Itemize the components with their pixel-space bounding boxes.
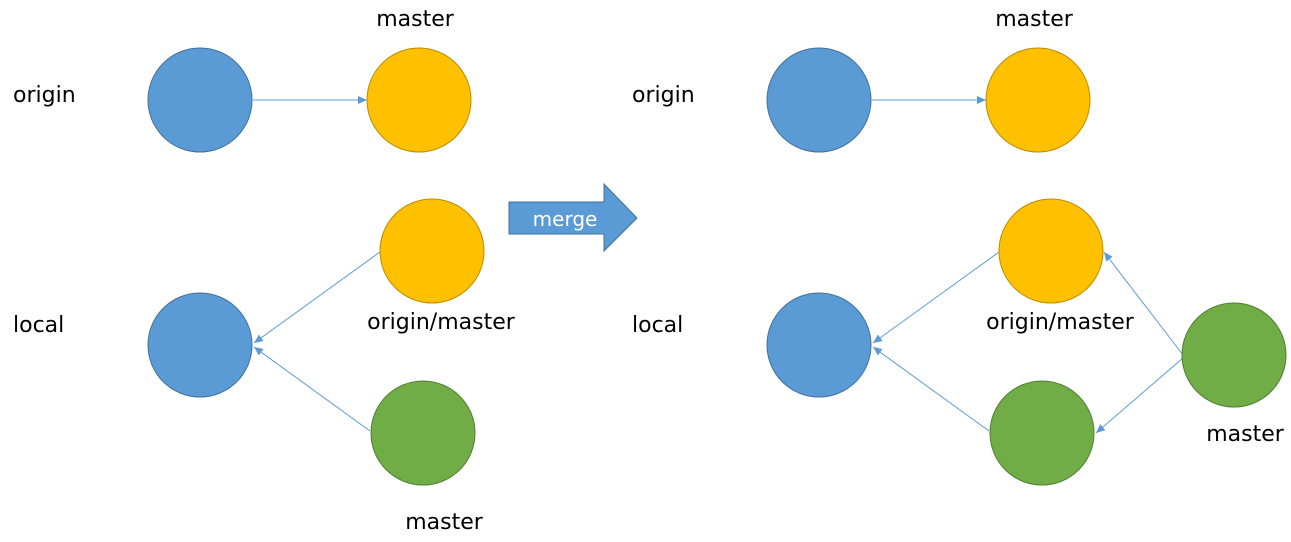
after-merge-panel: origin local master origin/master master bbox=[632, 7, 1287, 486]
origin-master-commit-node bbox=[366, 47, 472, 153]
local-commit-node bbox=[989, 380, 1095, 486]
origin-master-commit-node bbox=[985, 47, 1091, 153]
merge-arrow-shape bbox=[508, 182, 638, 253]
local-master-commit-node bbox=[370, 380, 476, 486]
origin-master-ref-label: origin/master bbox=[367, 310, 516, 335]
local-origin-master-commit-node bbox=[998, 198, 1104, 304]
merge-commit-node bbox=[1181, 302, 1287, 408]
origin-row-label: origin bbox=[13, 83, 76, 108]
local-master-label: master bbox=[1206, 422, 1285, 447]
origin-row-label: origin bbox=[632, 83, 695, 108]
local-row-label: local bbox=[632, 313, 683, 338]
edge-local-master-to-local-commit bbox=[253, 346, 371, 432]
origin-base-commit-node bbox=[766, 47, 872, 153]
merge-arrow-label: merge bbox=[533, 207, 598, 231]
origin-master-label: master bbox=[995, 7, 1074, 32]
edge-origin-master-to-local-commit bbox=[253, 251, 381, 344]
edge-local-commit-to-local-base bbox=[872, 346, 990, 432]
merge-arrow: merge bbox=[508, 182, 638, 253]
edge-merge-commit-to-origin-master bbox=[1103, 251, 1184, 356]
local-base-commit-node bbox=[147, 292, 253, 398]
local-master-label: master bbox=[405, 510, 484, 535]
edge-origin-master-to-local-commit bbox=[872, 251, 1000, 344]
edge-merge-commit-to-local-commit bbox=[1095, 357, 1184, 434]
origin-master-label: master bbox=[376, 7, 455, 32]
local-origin-master-commit-node bbox=[379, 198, 485, 304]
origin-base-commit-node bbox=[147, 47, 253, 153]
origin-master-ref-label: origin/master bbox=[986, 310, 1135, 335]
before-merge-panel: origin local master origin/master master bbox=[13, 7, 516, 535]
local-base-commit-node bbox=[766, 292, 872, 398]
local-row-label: local bbox=[13, 313, 64, 338]
